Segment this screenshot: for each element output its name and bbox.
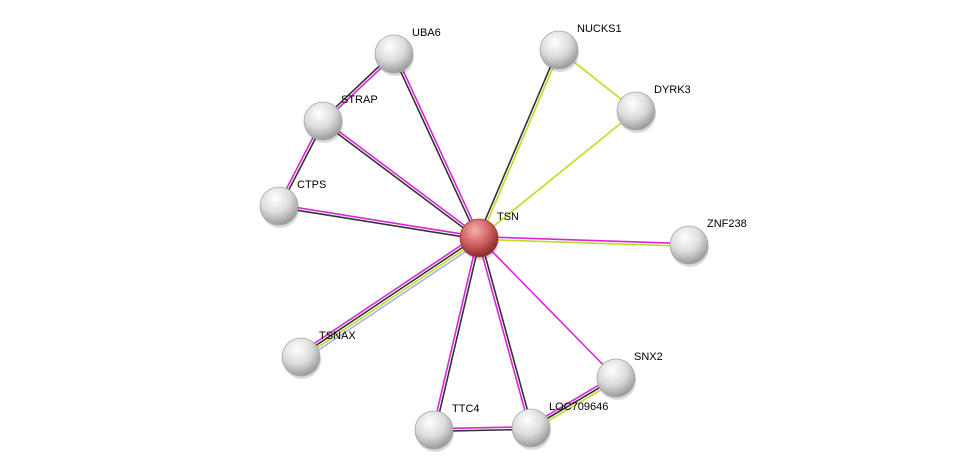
edge-TSN-NUCKS1[interactable] [477, 49, 561, 239]
edge-evidence-line [302, 240, 482, 361]
node-label: UBA6 [412, 27, 441, 39]
edge-evidence-line [477, 49, 559, 238]
node-label: SNX2 [634, 351, 663, 363]
node-bubble[interactable] [259, 186, 299, 226]
node-strap[interactable]: STRAP [303, 94, 378, 143]
edge-TSN-ZNF238[interactable] [478, 235, 690, 248]
node-ttc4[interactable]: TTC4 [414, 403, 480, 452]
node-nucks1[interactable]: NUCKS1 [539, 23, 622, 72]
node-bubble[interactable] [511, 408, 551, 448]
node-loc709646[interactable]: LOC709646 [511, 401, 608, 450]
edge-evidence-line [394, 53, 481, 238]
edge-TSN-CTPS[interactable] [278, 203, 480, 241]
node-bubble[interactable] [374, 34, 414, 74]
edge-evidence-line [476, 238, 531, 429]
node-tsn[interactable]: TSN [459, 211, 519, 260]
edge-evidence-line [301, 238, 481, 359]
edge-TSN-TSNAX[interactable] [298, 234, 482, 361]
node-label: STRAP [341, 94, 378, 106]
edge-TSN-UBA6[interactable] [392, 53, 481, 239]
node-bubble[interactable] [539, 30, 579, 70]
node-dyrk3[interactable]: DYRK3 [616, 84, 691, 133]
edge-evidence-line [478, 237, 617, 379]
edge-TSN-LOC709646[interactable] [476, 237, 534, 429]
node-label: CTPS [297, 179, 326, 191]
node-label: TSN [497, 211, 519, 223]
edge-evidence-line [323, 119, 481, 238]
edge-TSN-DYRK3[interactable] [478, 110, 637, 239]
edge-evidence-line [321, 121, 479, 240]
edge-TSN-STRAP[interactable] [321, 119, 481, 240]
edge-evidence-line [478, 238, 689, 248]
node-bubble[interactable] [303, 101, 343, 141]
node-bubble[interactable] [459, 218, 499, 258]
edge-evidence-line [479, 235, 690, 245]
edge-evidence-line [279, 203, 480, 238]
edge-TSN-TTC4[interactable] [431, 237, 482, 431]
node-label: NUCKS1 [577, 23, 622, 35]
node-label: ZNF238 [707, 218, 747, 230]
node-ctps[interactable]: CTPS [259, 179, 326, 228]
edge-evidence-line [392, 54, 479, 239]
node-snx2[interactable]: SNX2 [596, 351, 663, 400]
node-bubble[interactable] [281, 337, 321, 377]
edge-evidence-line [479, 50, 561, 239]
node-tsnax[interactable]: TSNAX [281, 330, 356, 379]
edge-evidence-line [299, 236, 479, 357]
edge-evidence-line [434, 238, 482, 431]
node-uba6[interactable]: UBA6 [374, 27, 441, 76]
node-znf238[interactable]: ZNF238 [669, 218, 747, 267]
edge-evidence-line [478, 110, 637, 239]
node-bubble[interactable] [596, 358, 636, 398]
edge-evidence-line [479, 237, 534, 428]
edge-TSN-SNX2[interactable] [478, 237, 617, 379]
node-bubble[interactable] [616, 91, 656, 131]
node-label: TSNAX [319, 330, 356, 342]
node-bubble[interactable] [669, 225, 709, 265]
node-label: LOC709646 [549, 401, 608, 413]
edge-evidence-line [278, 206, 479, 241]
edge-evidence-line [431, 237, 479, 430]
node-bubble[interactable] [414, 410, 454, 450]
edge-evidence-line [298, 234, 478, 355]
node-label: TTC4 [452, 403, 480, 415]
node-label: DYRK3 [654, 84, 691, 96]
